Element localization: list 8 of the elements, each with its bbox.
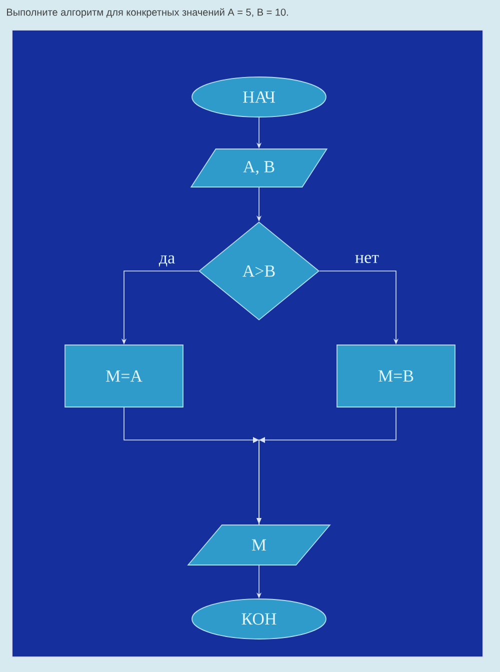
process-box: M=B <box>336 344 456 408</box>
terminal-oval: КОН <box>192 598 326 640</box>
terminal-oval: НАЧ <box>192 76 326 118</box>
title: Выполните алгоритм для конкретных значений A = 5, B = 10. <box>7 8 288 18</box>
arrow <box>256 407 396 525</box>
edge-label: нет <box>355 254 379 264</box>
process-box: M=A <box>64 344 184 408</box>
edge-label: да <box>158 255 175 267</box>
